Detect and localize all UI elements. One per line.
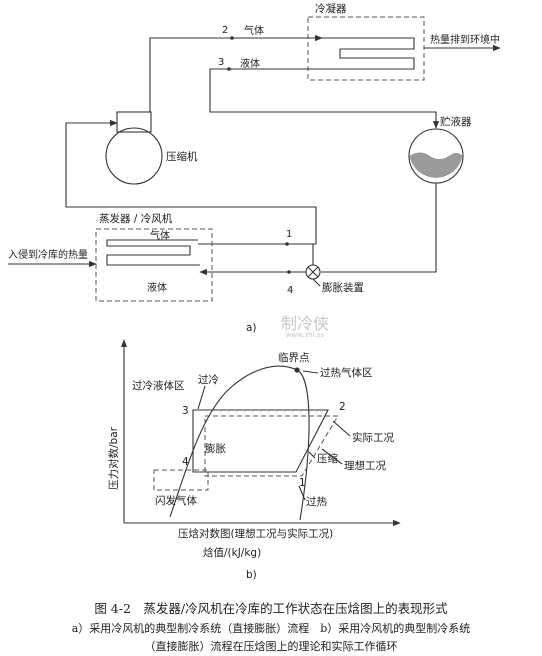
figure-caption-line-b: （直接膨胀）流程在压焓图上的理论和实际工作循环 [144,640,398,653]
point-3-label: 3 [218,57,224,68]
evaporator-label: 蒸发器 / 冷风机 [99,212,173,225]
chart-title: 压焓对数图(理想工况与实际工况) [178,527,333,540]
compressor-body [105,127,163,185]
point-2-chart-label: 2 [339,401,346,413]
compressor-label: 压缩机 [166,150,198,163]
ideal-cycle-label: 理想工况 [344,459,386,472]
heat-in-label: 入侵到冷库的热量 [8,248,88,261]
ph-diagram: 压力对数/bar 临界点 过热气体区 过冷液体区 过冷 3 4 2 1 膨胀 实… [107,339,401,581]
point-4-label: 4 [287,285,293,296]
expansion-valve-x2 [307,266,319,278]
system-diagram: 冷凝器 热量排到环境中 2 气体 3 液体 贮液器 压缩机 1 蒸发器 / 冷风… [8,2,501,334]
expansion-device-label: 膨胀装置 [322,281,364,294]
liquid-pipe [209,68,440,129]
point-1-marker [285,242,289,246]
watermark-url: www.zhl.ss [285,331,325,339]
expansion-leader [312,278,321,287]
actual-cycle [192,409,329,473]
receiver-liquid [409,152,463,178]
y-axis-label: 压力对数/bar [107,426,120,490]
watermark-name: 制冷侠 [280,314,329,333]
figure-caption-line-a: a）采用冷风机的典型制冷系统（直接膨胀）流程 b）采用冷风机的典型制冷系统 [71,622,471,635]
liquid-evap-label: 液体 [147,281,167,294]
x-axis-label: 焓值/(kJ/kg) [203,546,261,559]
flash-gas-box [153,469,209,491]
point-3-chart-label: 3 [182,405,189,417]
subcool-leader [197,385,206,410]
superheat-leader [298,485,306,501]
gas-top-label: 气体 [244,24,264,37]
condenser-coil [322,37,415,70]
receiver-label: 贮液器 [440,115,472,128]
actual-cycle-label: 实际工况 [352,431,394,444]
point-4-marker [287,270,291,274]
superheat-label: 过热 [306,495,327,508]
flash-gas-label: 闪发气体 [155,494,197,507]
subcooled-region-label: 过冷液体区 [132,379,185,392]
liquid-top-label: 液体 [240,57,260,70]
point-3-marker [227,67,231,71]
compression-label: 压缩 [317,452,338,465]
subcool-label: 过冷 [198,373,219,386]
sub-label-b: b) [246,569,257,581]
point-1-label: 1 [286,229,292,240]
point-2-marker [230,36,234,40]
point-4-chart-label: 4 [182,456,189,468]
gas-evap-label: 气体 [150,229,170,242]
discharge-pipe [149,34,323,112]
actual-cycle-leader [332,420,351,437]
receiver-outlet-pipe [321,183,437,273]
suction-pipe [65,119,317,245]
expansion-label: 膨胀 [205,442,226,455]
heat-out-label: 热量排到环境中 [430,33,500,46]
point-1-chart-label: 1 [299,477,306,489]
figure-caption-title: 图 4-2 蒸发器/冷风机在冷库的工作状态在压焓图上的表现形式 [94,601,448,616]
evaporator-coil [106,239,200,266]
condenser-label: 冷凝器 [315,2,347,15]
compressor-top [116,111,152,133]
superheated-leader [302,370,319,374]
point-2-label: 2 [222,25,228,36]
superheated-region-label: 过热气体区 [320,366,373,379]
critical-point-label: 临界点 [278,351,310,364]
ideal-cycle-leader [321,448,343,465]
compression-leader [308,451,316,459]
ideal-cycle [204,415,339,477]
sub-label-a: a) [246,322,257,334]
critical-point-marker [294,367,300,373]
